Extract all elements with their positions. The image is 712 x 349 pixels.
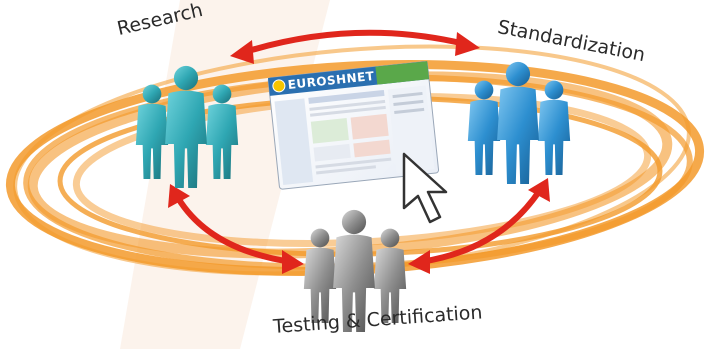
arrowhead-testing-right bbox=[408, 250, 430, 274]
arrowhead-testing-left bbox=[282, 250, 304, 274]
arrowhead-standardization-end bbox=[528, 178, 550, 202]
arrowhead-right-top bbox=[455, 32, 480, 56]
arrow-standardization-testing bbox=[419, 188, 543, 265]
cursor-arrow-icon bbox=[402, 152, 448, 224]
euroshnet-logo-icon bbox=[272, 79, 286, 93]
euroshnet-screenshot: EUROSHNET bbox=[267, 61, 440, 190]
arrowhead-research-end bbox=[168, 184, 190, 208]
arrowhead-left-top bbox=[230, 40, 254, 64]
connection-arrows bbox=[168, 29, 550, 274]
arrow-research-standardization bbox=[244, 29, 466, 55]
arrow-research-testing bbox=[175, 196, 293, 265]
